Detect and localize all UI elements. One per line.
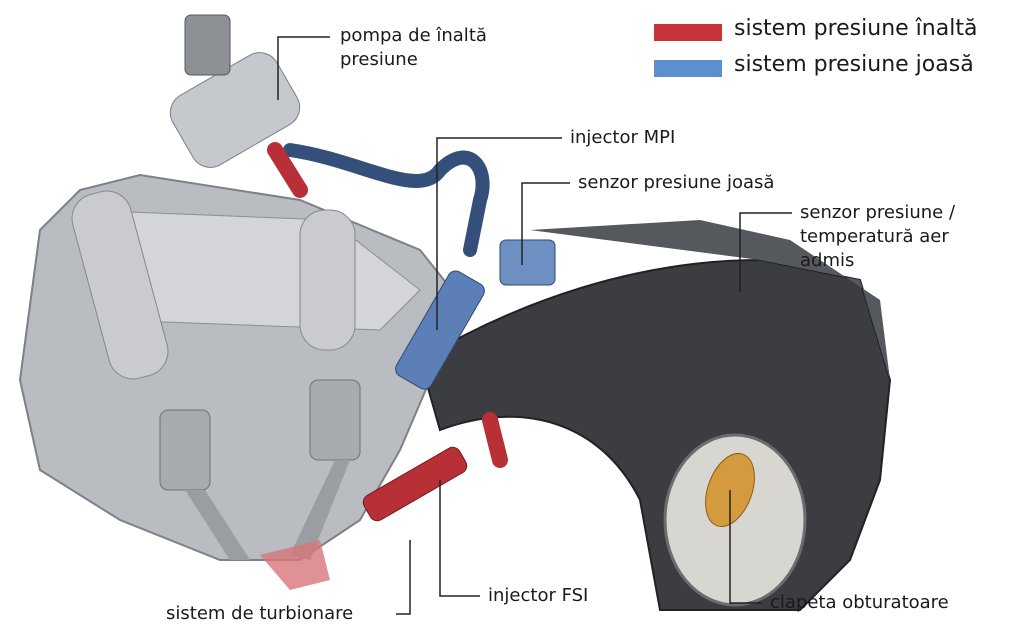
label-map-line3: admis <box>800 250 855 271</box>
leader-map-sensor <box>739 212 792 292</box>
high-pressure-line <box>267 142 508 468</box>
label-pump: pompa de înaltă presiune <box>340 24 487 72</box>
camshaft-left <box>71 190 169 380</box>
low-pressure-line <box>283 143 490 257</box>
label-fsi: injector FSI <box>488 585 589 606</box>
camshaft-right <box>299 209 356 351</box>
legend-swatch-high <box>654 24 722 41</box>
leader-mpi <box>436 137 562 330</box>
valve-spring-right <box>309 379 361 461</box>
low-pressure-sensor <box>499 239 556 286</box>
label-mpi: injector MPI <box>570 127 676 148</box>
leader-throttle <box>729 490 762 604</box>
label-map-sensor: senzor presiune / temperatură aer admis <box>800 201 955 273</box>
leader-pump <box>277 36 330 100</box>
legend-label-high: sistem presiune înaltă <box>734 16 978 41</box>
label-map-line2: temperatură aer <box>800 226 949 247</box>
leader-low-sensor <box>521 182 570 265</box>
leader-fsi <box>439 480 480 597</box>
label-map-line1: senzor presiune / <box>800 202 956 223</box>
valve-spring-left <box>159 409 211 491</box>
label-pump-line2: presiune <box>340 49 418 70</box>
label-low-sensor: senzor presiune joasă <box>578 172 775 193</box>
legend-label-low: sistem presiune joasă <box>734 52 974 77</box>
leader-swirl <box>396 540 411 615</box>
legend-swatch-low <box>654 60 722 77</box>
fsi-injector <box>362 446 468 522</box>
label-pump-line1: pompa de înaltă <box>340 25 487 46</box>
label-swirl: sistem de turbionare <box>166 603 354 624</box>
mpi-injector <box>395 270 485 390</box>
leader-lines <box>277 36 792 615</box>
label-throttle: clapeta obturatoare <box>770 592 949 613</box>
